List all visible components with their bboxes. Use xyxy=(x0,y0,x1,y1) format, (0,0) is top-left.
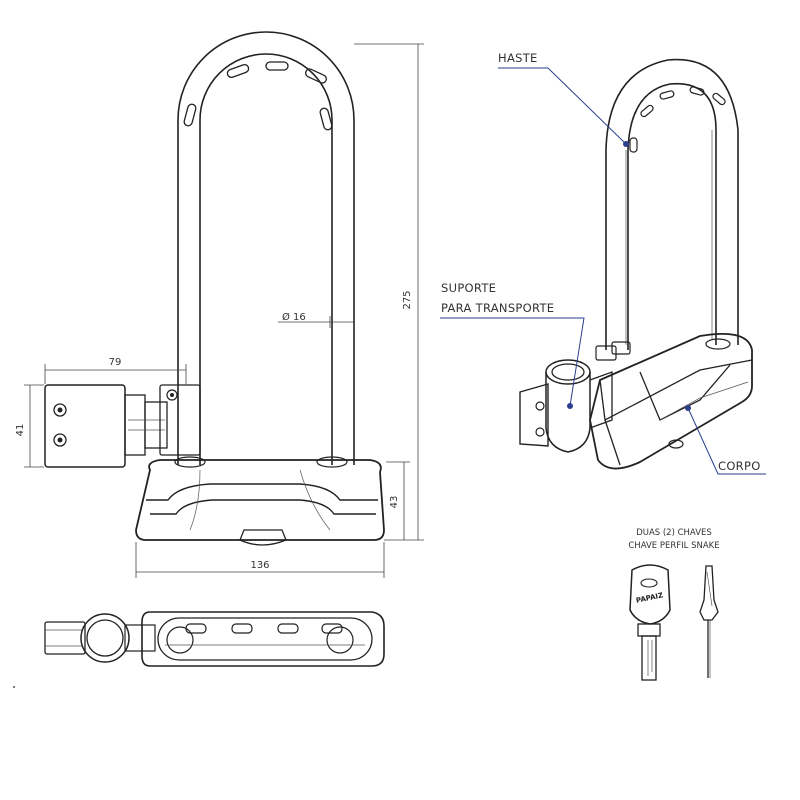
front-view: 79 41 275 Ø 16 136 43 xyxy=(15,31,424,578)
perspective-transport-bracket xyxy=(519,341,631,453)
front-lock-body xyxy=(135,456,385,546)
perspective-lock-body xyxy=(589,333,753,470)
callout-corpo xyxy=(685,405,766,475)
dim-136: 136 xyxy=(250,560,269,571)
front-shackle-outer xyxy=(177,31,355,465)
perspective-view: HASTE SUPORTE PARA TRANSPORTE CORPO xyxy=(440,51,766,475)
label-haste: HASTE xyxy=(498,51,538,65)
callout-haste xyxy=(498,67,629,147)
label-suporte-line2: PARA TRANSPORTE xyxy=(441,301,554,315)
snake-key xyxy=(699,565,719,678)
front-dimension-lines xyxy=(24,43,424,578)
front-transport-bracket xyxy=(44,384,201,468)
dim-275: 275 xyxy=(402,290,413,309)
front-shackle-grip-slots xyxy=(183,61,333,131)
perspective-shackle-outer xyxy=(605,58,739,350)
label-suporte-line1: SUPORTE xyxy=(441,281,496,295)
dim-41: 41 xyxy=(15,424,26,437)
perspective-shackle-inner xyxy=(627,82,717,350)
callout-suporte xyxy=(440,317,585,409)
keys-section: DUAS (2) CHAVES CHAVE PERFIL SNAKE PAPAI… xyxy=(628,528,720,681)
dim-79: 79 xyxy=(109,357,122,368)
papaiz-logo-text: PAPAIZ xyxy=(635,591,664,605)
top-view-grip-slots xyxy=(166,623,354,654)
perspective-grip-slots xyxy=(629,86,726,153)
keys-caption-line2: CHAVE PERFIL SNAKE xyxy=(628,541,719,551)
keys-caption-line1: DUAS (2) CHAVES xyxy=(636,528,712,538)
papaiz-key: PAPAIZ xyxy=(629,564,671,681)
dim-43: 43 xyxy=(389,496,400,509)
dim-diameter-16: Ø 16 xyxy=(282,311,306,323)
label-corpo: CORPO xyxy=(718,459,761,473)
front-shackle-inner xyxy=(199,53,333,465)
top-view xyxy=(13,611,385,688)
